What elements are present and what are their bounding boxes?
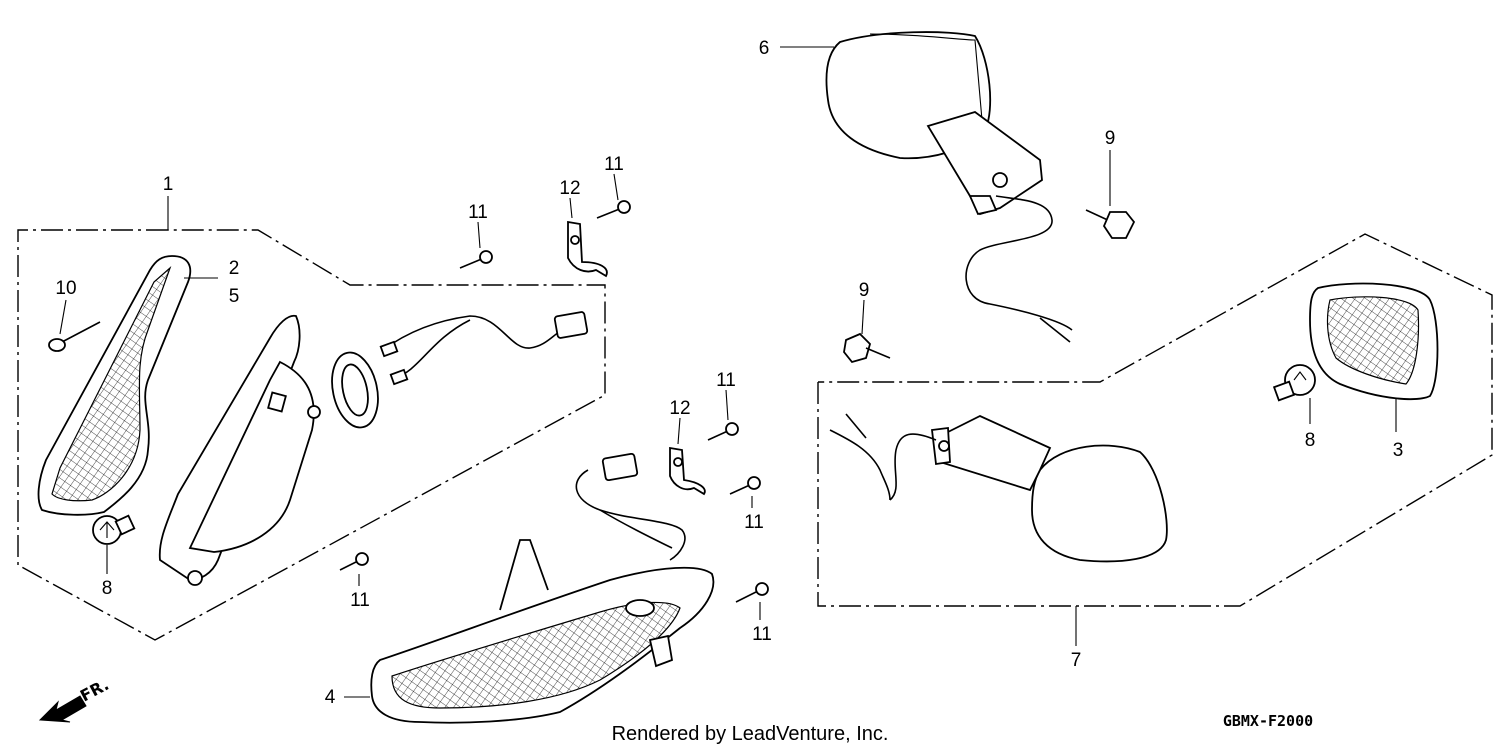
front-right-turn-signal: [370, 539, 715, 724]
leader-lines: [59, 46, 1397, 698]
grommet: [331, 351, 379, 429]
callout-1: 1: [163, 174, 174, 195]
clamp-12-b: [669, 446, 706, 496]
callout-3: 3: [1393, 440, 1404, 461]
front-left-assembly-outline: [17, 229, 606, 641]
screw-11-d: [707, 422, 739, 441]
callout-12-top: 12: [559, 178, 580, 199]
bulb-8-rear: [1272, 364, 1316, 402]
rear-right-turn-signal: [825, 31, 1073, 343]
callout-12-mid: 12: [669, 398, 690, 419]
callout-9-right: 9: [1105, 128, 1116, 149]
screw-11-e: [729, 476, 761, 495]
callout-4: 4: [325, 687, 336, 708]
callout-11-mid: 11: [744, 512, 764, 533]
rear-turn-signal-lens: [1309, 282, 1439, 400]
bolt-9-b: [843, 332, 891, 364]
bolt-9-a: [1085, 209, 1136, 239]
screw-10: [48, 321, 101, 352]
rear-left-turn-signal: [829, 413, 1168, 563]
callout-11-front-top: 11: [468, 202, 488, 223]
callout-11-top-right: 11: [604, 154, 624, 175]
callout-11-mid-top: 11: [716, 370, 736, 391]
callout-10: 10: [55, 278, 76, 299]
clamp-12-a: [567, 220, 608, 278]
front-direction-arrow-icon: FR.: [38, 675, 112, 723]
callout-11-bottom: 11: [752, 624, 772, 645]
callout-11-front-bottom: 11: [350, 590, 370, 611]
screw-11-c: [339, 552, 369, 571]
front-right-wire-harness: [575, 452, 686, 561]
front-turn-signal-housing: [158, 314, 321, 586]
callout-8-rear: 8: [1305, 430, 1316, 451]
rear-left-assembly-outline: [817, 233, 1493, 607]
screw-11-b: [596, 200, 631, 219]
callout-9-mid: 9: [859, 280, 870, 301]
diagram-code: GBMX-F2000: [1223, 712, 1313, 730]
rendered-by-credit: Rendered by LeadVenture, Inc.: [612, 723, 889, 745]
callout-2: 2: [229, 258, 240, 279]
callout-5: 5: [229, 286, 240, 307]
screw-11-f: [735, 582, 769, 603]
callout-6: 6: [759, 38, 770, 59]
front-turn-signal-lens: [37, 255, 192, 516]
front-wire-harness: [379, 311, 589, 386]
bulb-8-front: [92, 514, 136, 545]
callout-8-front: 8: [102, 578, 113, 599]
screw-11-a: [459, 250, 493, 269]
callout-7: 7: [1071, 650, 1082, 671]
